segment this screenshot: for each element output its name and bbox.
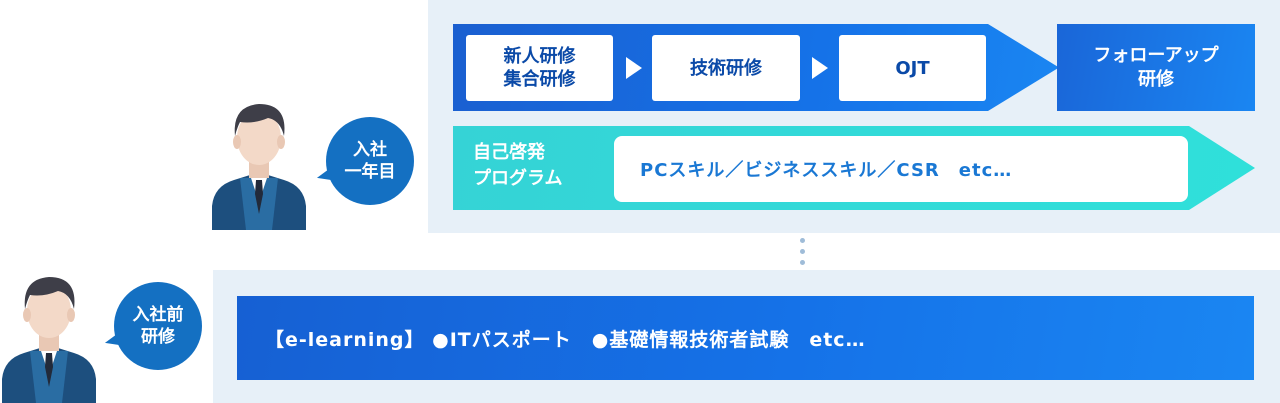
continuation-dots: [800, 238, 806, 268]
step-arrow-icon: [812, 57, 828, 79]
step-ojt: OJT: [839, 35, 986, 101]
self-development-content: PCスキル／ビジネススキル／CSR etc…: [614, 136, 1188, 202]
step-technical-training: 技術研修: [652, 35, 800, 101]
businessman-icon: [212, 104, 306, 230]
pre-entry-content: 【e-learning】 ●ITパスポート ●基礎情報技術者試験 etc…: [237, 296, 1254, 380]
first-year-bubble: 入社 一年目: [326, 117, 414, 205]
step-arrow-icon: [626, 57, 642, 79]
step-new-employee-training: 新人研修 集合研修: [466, 35, 613, 101]
businessman-icon: [2, 277, 96, 403]
pre-entry-bubble: 入社前 研修: [114, 282, 202, 370]
followup-training-box: フォローアップ 研修: [1057, 24, 1255, 111]
self-development-label: 自己啓発 プログラム: [473, 142, 563, 189]
